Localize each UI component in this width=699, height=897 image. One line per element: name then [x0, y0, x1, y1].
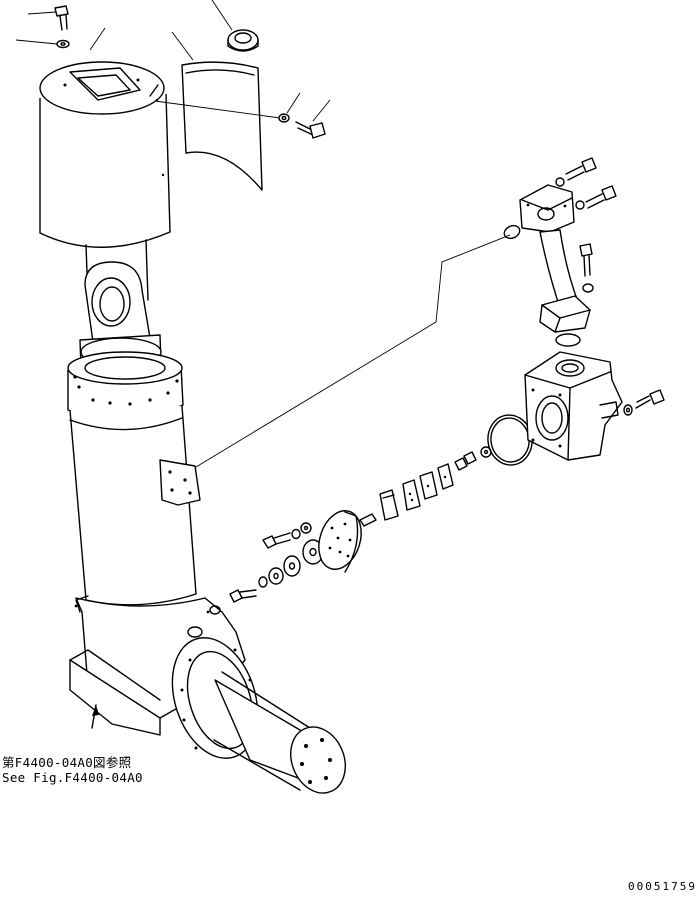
shield-plate	[171, 31, 263, 191]
trunnion-shaft	[213, 671, 346, 794]
elbow-bolt-mid-icon	[575, 185, 617, 210]
cylinder-cover	[39, 27, 171, 248]
cap-washer-icon	[211, 0, 259, 52]
cylinder-head	[67, 334, 184, 420]
leader-line	[195, 234, 511, 468]
reference-arrow	[91, 704, 99, 729]
elbow-bolt-top-icon	[555, 157, 597, 187]
housing-bolt-icon	[635, 389, 665, 409]
small-nuts	[454, 446, 492, 471]
drawing-code: 00051759	[628, 880, 697, 893]
housing-washer-icon	[623, 404, 633, 416]
reference-note-jp: 第F4400-04A0図参照	[2, 755, 132, 770]
reference-note-en: See Fig.F4400-04A0	[2, 770, 143, 785]
small-oring	[555, 333, 581, 347]
top-washer-icon	[15, 39, 70, 49]
elbow-bolt-lower-icon	[579, 243, 594, 293]
lower-bolt-icon	[229, 589, 257, 603]
pin-icon	[359, 513, 377, 527]
cylinder-barrel	[69, 405, 201, 606]
top-bolt-icon	[27, 5, 69, 31]
valve-housing	[524, 351, 623, 461]
shim-plates	[379, 463, 454, 521]
elbow-oring	[503, 224, 521, 240]
shield-bolt-icon	[295, 99, 331, 139]
lower-washers	[258, 539, 324, 588]
elbow-pipe	[519, 184, 591, 333]
disc-bolt-icon	[262, 522, 312, 549]
flange-disc	[318, 510, 362, 573]
shield-washer-icon	[278, 92, 301, 123]
